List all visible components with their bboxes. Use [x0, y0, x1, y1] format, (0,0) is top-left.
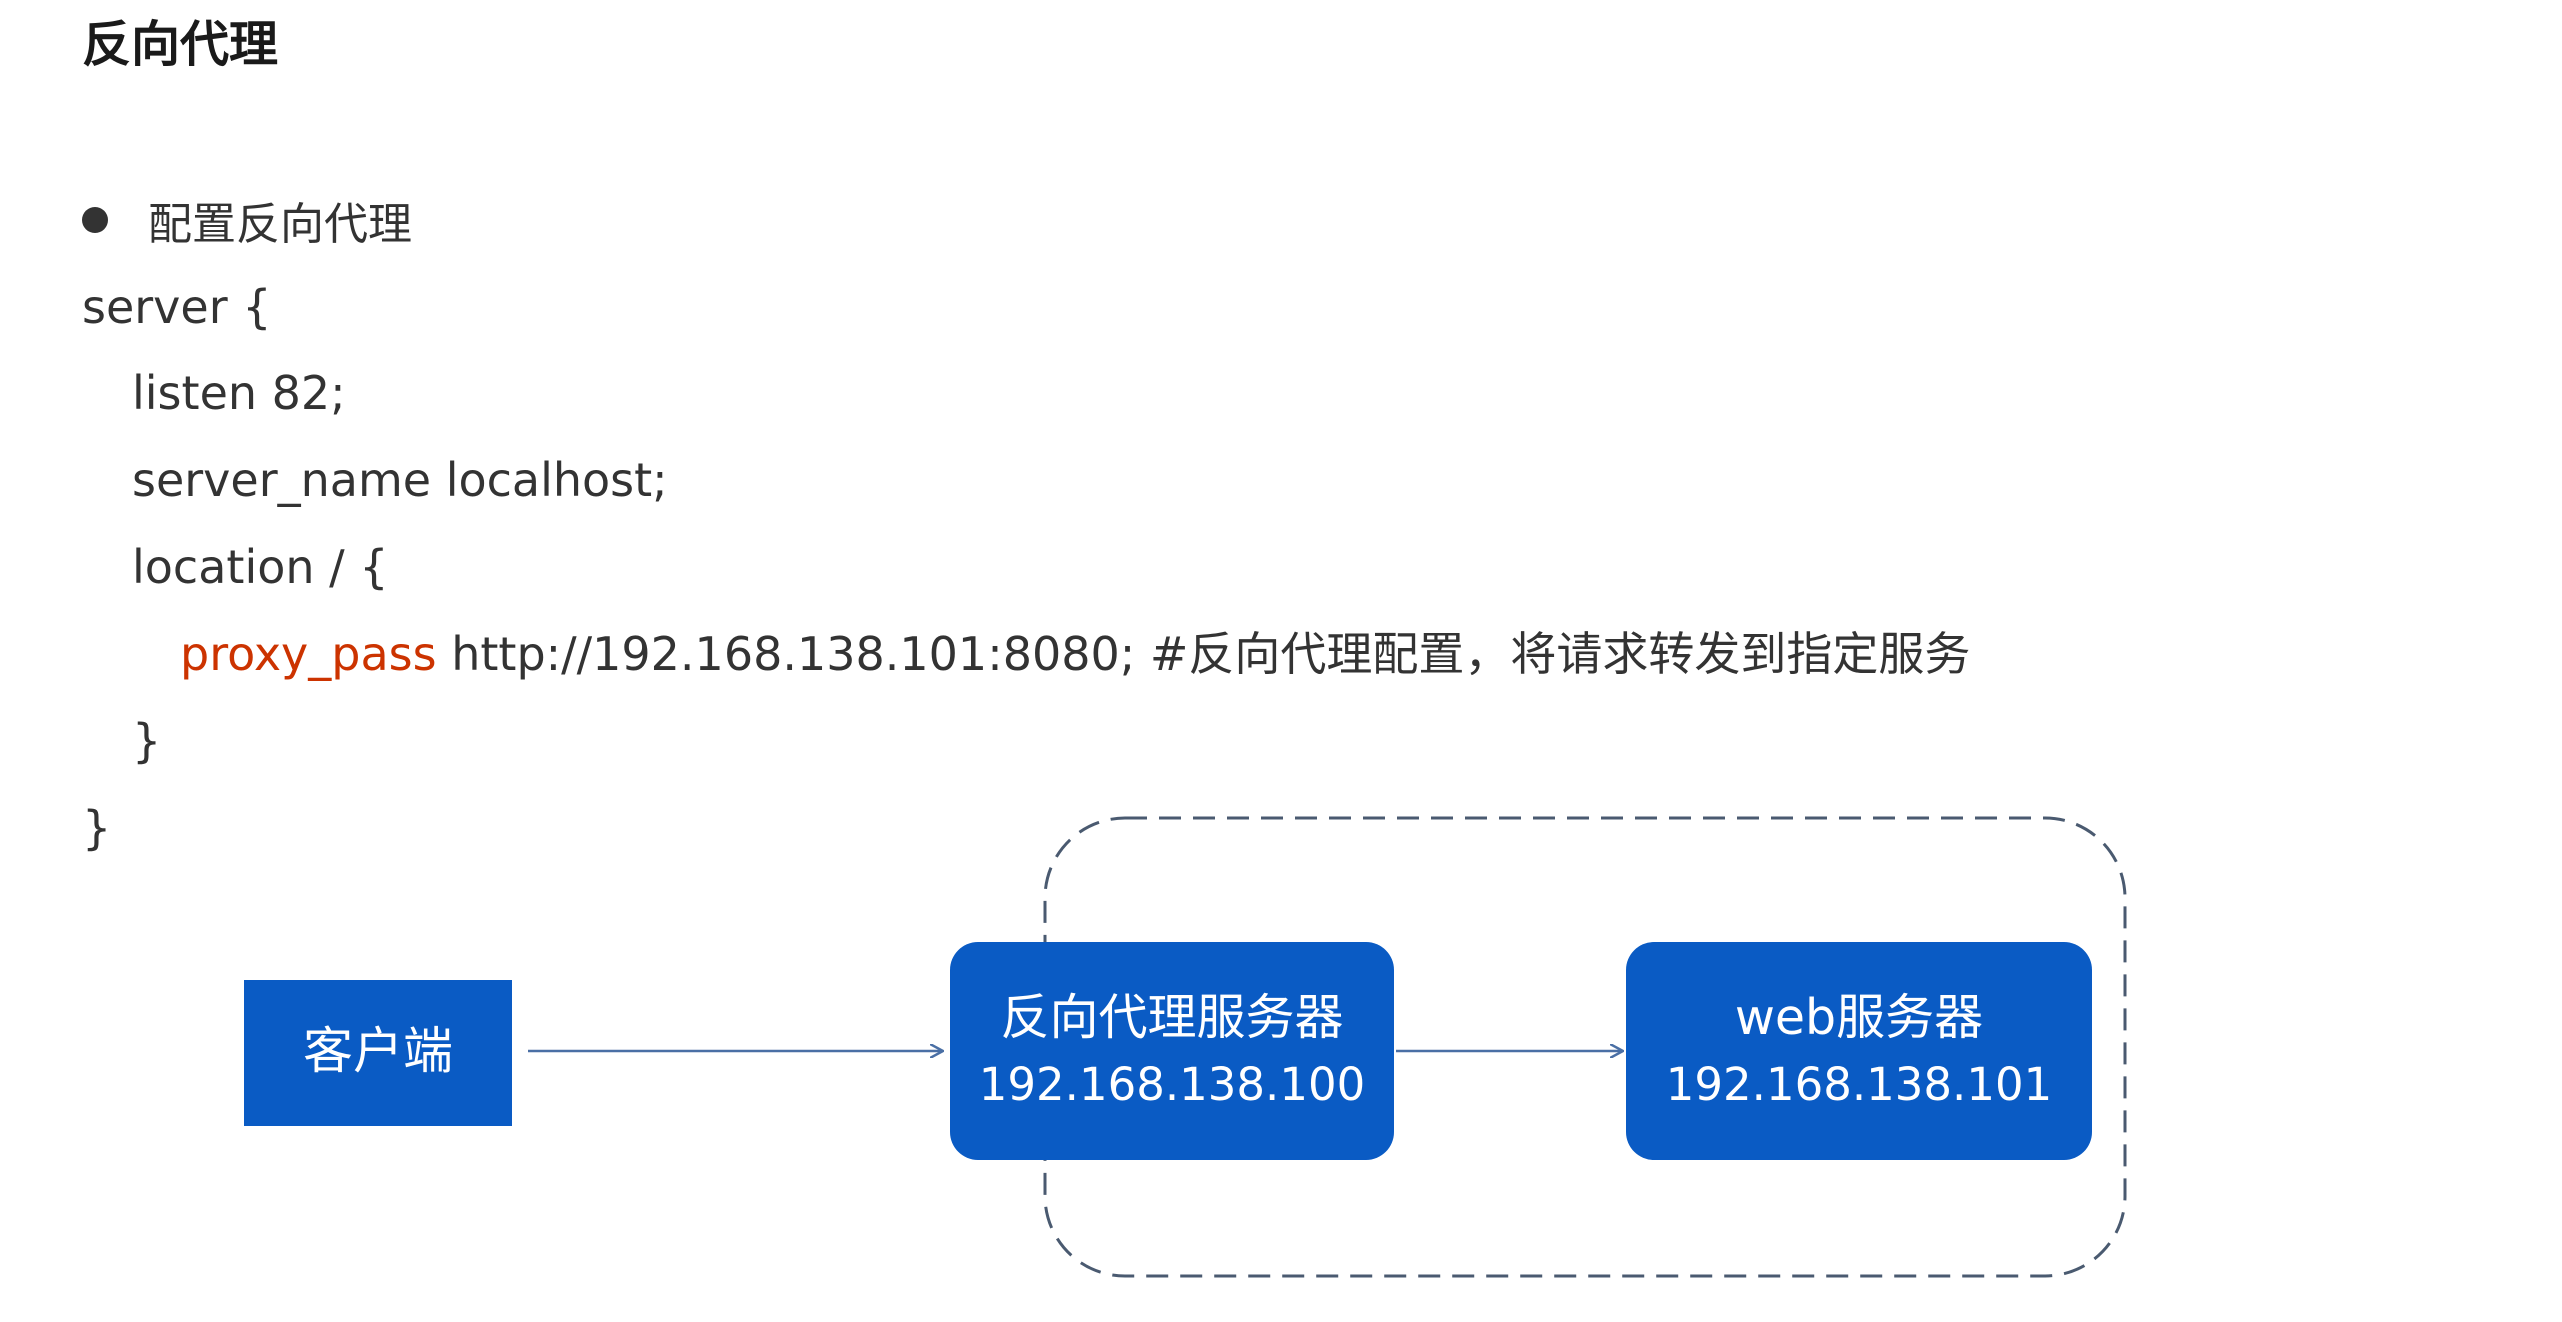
bullet-item: 配置反向代理 [82, 185, 412, 255]
code-line-listen: listen 82; [132, 366, 346, 420]
proxy-server-label: 反向代理服务器 [1000, 989, 1343, 1046]
bullet-dot-icon [82, 207, 108, 233]
client-label: 客户端 [303, 1022, 453, 1080]
proxy-server-box [950, 942, 1394, 1160]
code-line-server-name: server_name localhost; [132, 453, 668, 507]
code-line-location-open: location / { [132, 540, 389, 594]
code-line-location-close: } [132, 714, 162, 768]
code-keyword-proxy-pass: proxy_pass [180, 627, 437, 681]
bullet-text: 配置反向代理 [148, 199, 412, 250]
code-line-proxy-pass: proxy_pass http://192.168.138.101:8080; … [180, 619, 1970, 689]
code-line-server-open: server { [82, 280, 272, 334]
web-server-box [1626, 942, 2092, 1160]
code-line-server-close: } [82, 801, 112, 855]
page-title: 反向代理 [82, 16, 279, 73]
proxy-server-ip: 192.168.138.100 [979, 1058, 1365, 1111]
web-server-label: web服务器 [1735, 989, 1983, 1046]
web-server-ip: 192.168.138.101 [1666, 1058, 2052, 1111]
client-box [244, 980, 512, 1126]
code-proxy-pass-value: http://192.168.138.101:8080; #反向代理配置，将请求… [436, 627, 1971, 681]
